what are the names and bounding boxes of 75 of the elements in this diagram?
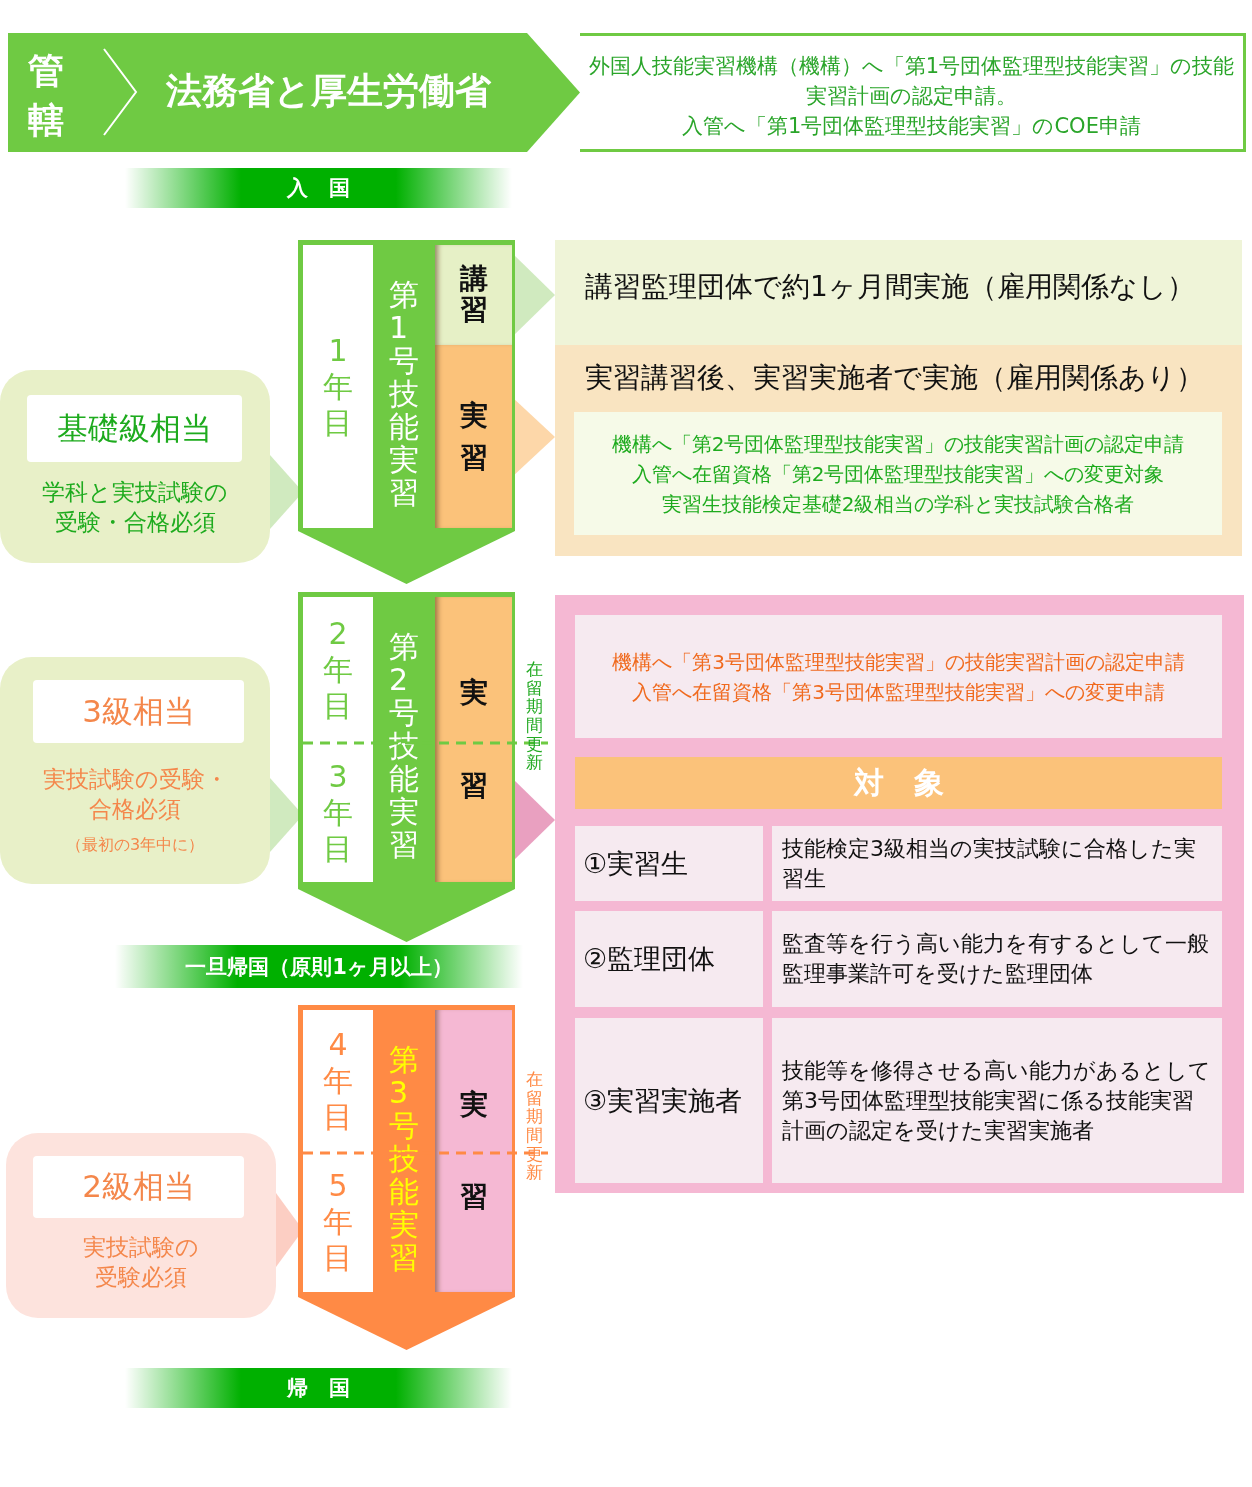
description-text: 講習監理団体で約1ヶ月間実施（雇用関係なし） xyxy=(585,269,1196,305)
note-text: 入管へ在留資格「第3号団体監理型技能実習」への変更申請 xyxy=(632,678,1165,706)
training-label: 実習 xyxy=(459,675,488,804)
target-name: ①実習生 xyxy=(583,848,689,879)
note-text: 入管へ「第1号団体監理型技能実習」のCOE申請 xyxy=(682,112,1141,140)
status-text: 一旦帰国（原則1ヶ月以上） xyxy=(185,953,453,981)
target-header xyxy=(575,757,1222,809)
year-box xyxy=(303,245,373,528)
year-label: 3年目 xyxy=(323,758,353,867)
status-bar xyxy=(125,1368,512,1408)
year-box xyxy=(303,743,373,882)
exam-level-panel xyxy=(0,657,270,884)
year-label: 5年目 xyxy=(323,1168,353,1276)
third-stage-panel xyxy=(555,595,1244,1193)
header-band xyxy=(8,33,580,152)
stage-block xyxy=(298,1005,515,1350)
level-title: 基礎級相当 xyxy=(57,408,212,448)
note-text: 実習生技能検定基礎2級相当の学科と実技試験合格者 xyxy=(661,490,1135,518)
status-text: 帰 国 xyxy=(287,1375,350,1402)
training-label: 実習 xyxy=(459,1086,488,1215)
exam-requirement: 実技試験の受験・合格必須 xyxy=(41,765,229,824)
note-text: 機構へ「第2号団体監理型技能実習」の技能実習計画の認定申請 xyxy=(611,430,1185,458)
level-title-box xyxy=(27,395,242,462)
stage-block xyxy=(298,592,515,942)
description-panel xyxy=(555,345,1242,556)
note-text: 外国人技能実習機構（機構）へ「第1号団体監理型技能実習」の技能実習計画の認定申請。 xyxy=(588,52,1235,110)
year-box xyxy=(303,1152,373,1292)
header-label: 管轄 xyxy=(28,49,64,142)
year-label: 4年目 xyxy=(323,1027,353,1135)
year-label: 1年目 xyxy=(323,332,353,441)
renewal-note: 在留期間更新 xyxy=(526,660,543,773)
exam-requirement: 実技試験の受験必須 xyxy=(82,1233,200,1292)
application-note xyxy=(575,615,1222,738)
level-title-box xyxy=(33,1156,244,1218)
level-title-box xyxy=(33,680,244,743)
authority-name: 法務省と厚生労働省 xyxy=(166,69,491,113)
training-cell xyxy=(435,597,512,882)
table-cell xyxy=(772,1018,1222,1183)
target-condition: 監査等を行う高い能力を有するとして一般監理事業許可を受けた監理団体 xyxy=(782,930,1210,988)
exam-requirement: 学科と実技試験の受験・合格必須 xyxy=(41,478,229,537)
requirement-note xyxy=(574,412,1222,535)
description-panel xyxy=(555,240,1242,345)
year-label: 2年目 xyxy=(323,616,353,724)
table-cell xyxy=(575,826,763,901)
year-box xyxy=(303,597,373,743)
training-label: 講習 xyxy=(459,264,488,326)
table-cell xyxy=(575,1018,763,1183)
exam-level-panel xyxy=(0,370,270,563)
level-title: 2級相当 xyxy=(82,1167,195,1206)
header-text: 対 象 xyxy=(853,763,944,802)
training-cell xyxy=(435,245,512,345)
status-text: 入 国 xyxy=(287,175,350,202)
training-cell xyxy=(435,345,512,528)
training-label: 実習 xyxy=(459,397,488,476)
description-text: 実習講習後、実習実施者で実施（雇用関係あり） xyxy=(585,360,1205,396)
target-condition: 技能検定3級相当の実技試験に合格した実習生 xyxy=(782,834,1197,893)
year-box xyxy=(303,1010,373,1152)
level-title: 3級相当 xyxy=(82,691,195,731)
target-name: ③実習実施者 xyxy=(583,1085,743,1116)
stage-title: 第1号技能実習 xyxy=(389,278,419,509)
stage-block xyxy=(298,240,515,584)
training-cell xyxy=(435,1010,512,1292)
table-cell xyxy=(575,911,763,1007)
table-cell xyxy=(772,826,1222,901)
stage-title: 第3号技能実習 xyxy=(389,1043,419,1274)
target-condition: 技能等を修得させる高い能力があるとして第3号団体監理型技能実習に係る技能実習計画の認定を受けた実習実施者 xyxy=(782,1056,1212,1145)
status-bar xyxy=(125,168,512,208)
exam-level-panel xyxy=(6,1133,276,1318)
target-name: ②監理団体 xyxy=(583,944,716,974)
application-note-box xyxy=(580,33,1246,152)
note-text: 機構へ「第3号団体監理型技能実習」の技能実習計画の認定申請 xyxy=(612,648,1185,676)
note-text: 入管へ在留資格「第2号団体監理型技能実習」への変更対象 xyxy=(631,460,1165,488)
exam-note: （最初の3年中に） xyxy=(65,833,205,856)
status-bar xyxy=(115,945,523,988)
table-cell xyxy=(772,911,1222,1007)
